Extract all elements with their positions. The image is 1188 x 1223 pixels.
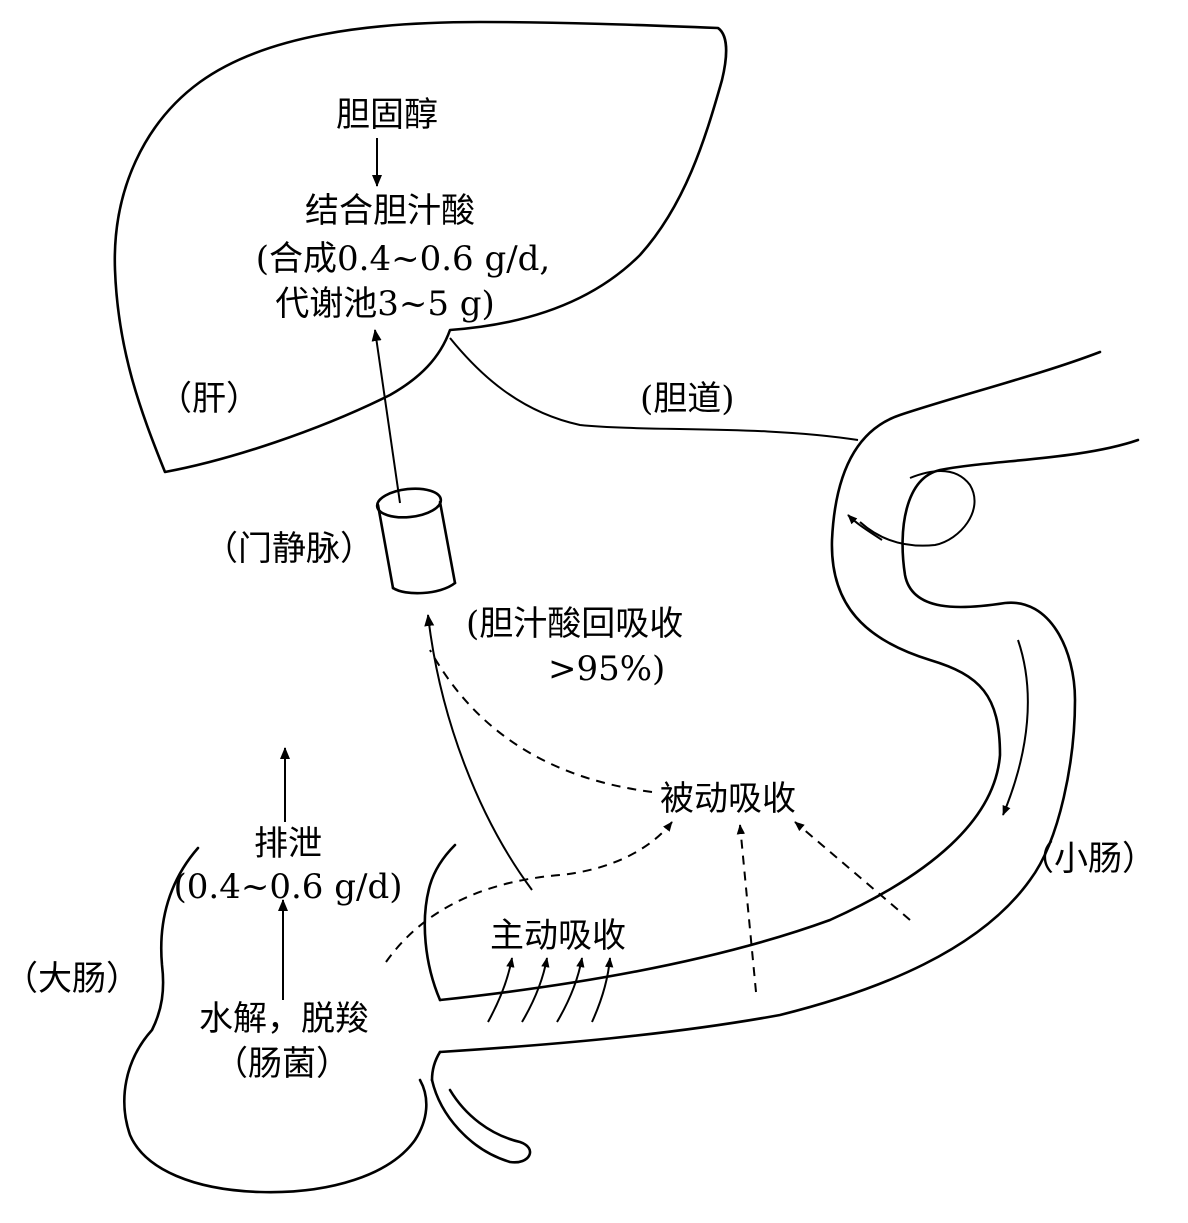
bile-duct-line	[449, 337, 859, 441]
excretion-label: 排泄	[254, 824, 322, 864]
large-intestine-passive-dash	[385, 821, 673, 963]
large-intestine-outline-body	[123, 846, 442, 1194]
liver-label: （肝）	[158, 379, 260, 419]
reabsorption-percent-label: >95%)	[548, 649, 666, 689]
passive-up-dash-1	[736, 824, 757, 993]
bile-flow-arrow	[847, 514, 883, 541]
portal-vein-label: （门静脉）	[204, 529, 374, 569]
intestine-flow-arrow	[1002, 639, 1029, 816]
gut-bacteria-label: （肠菌）	[214, 1044, 350, 1084]
active-absorption-label: 主动吸收	[490, 916, 626, 956]
liver-outline	[113, 20, 728, 474]
active-absorption-to-portal-arrow	[424, 614, 533, 891]
active-absorption-arrows	[487, 957, 614, 1023]
bile-duct-label: (胆道)	[640, 379, 735, 419]
conjugated-bile-acid-label: 结合胆汁酸	[305, 191, 475, 231]
reabsorption-label: (胆汁酸回吸收	[466, 604, 684, 644]
excretion-rate-label: (0.4~0.6 g/d)	[173, 867, 403, 907]
large-intestine-outline	[423, 843, 457, 1002]
large-intestine-tail	[430, 1078, 532, 1164]
synthesis-rate-label: (合成0.4~0.6 g/d,	[255, 239, 551, 279]
small-intestine-label: （小肠）	[1020, 839, 1156, 879]
large-intestine-label: （大肠）	[4, 959, 140, 999]
passive-up-dash-2	[794, 821, 911, 921]
small-intestine	[438, 350, 1140, 1054]
cholesterol-label: 胆固醇	[336, 95, 438, 135]
portal-vein-cylinder	[375, 487, 457, 595]
hydrolysis-label: 水解，脱羧	[199, 999, 369, 1039]
passive-absorption-to-portal-dash	[429, 649, 653, 793]
portal-to-liver-arrow	[371, 329, 401, 504]
metabolic-pool-label: 代谢池3~5 g)	[275, 284, 495, 324]
passive-absorption-label: 被动吸收	[660, 779, 796, 819]
